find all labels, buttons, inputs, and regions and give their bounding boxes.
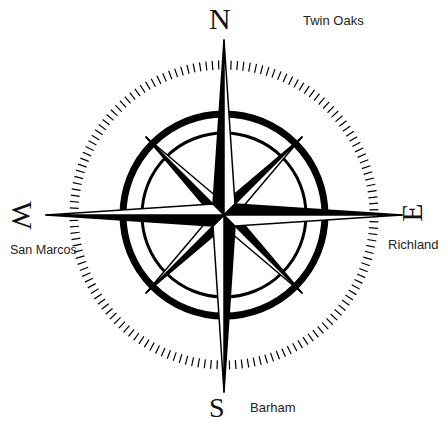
place-name: San Marcos — [10, 244, 77, 258]
place-name: Twin Oaks — [303, 14, 364, 28]
compass-letter: W — [5, 201, 38, 229]
place-name: Barham — [250, 401, 296, 415]
compass-letter: S — [209, 393, 225, 424]
compass-letter: E — [394, 203, 427, 221]
place-name: Richland — [388, 238, 439, 252]
compass-letter: N — [209, 2, 231, 35]
cardinal-points — [46, 40, 402, 392]
